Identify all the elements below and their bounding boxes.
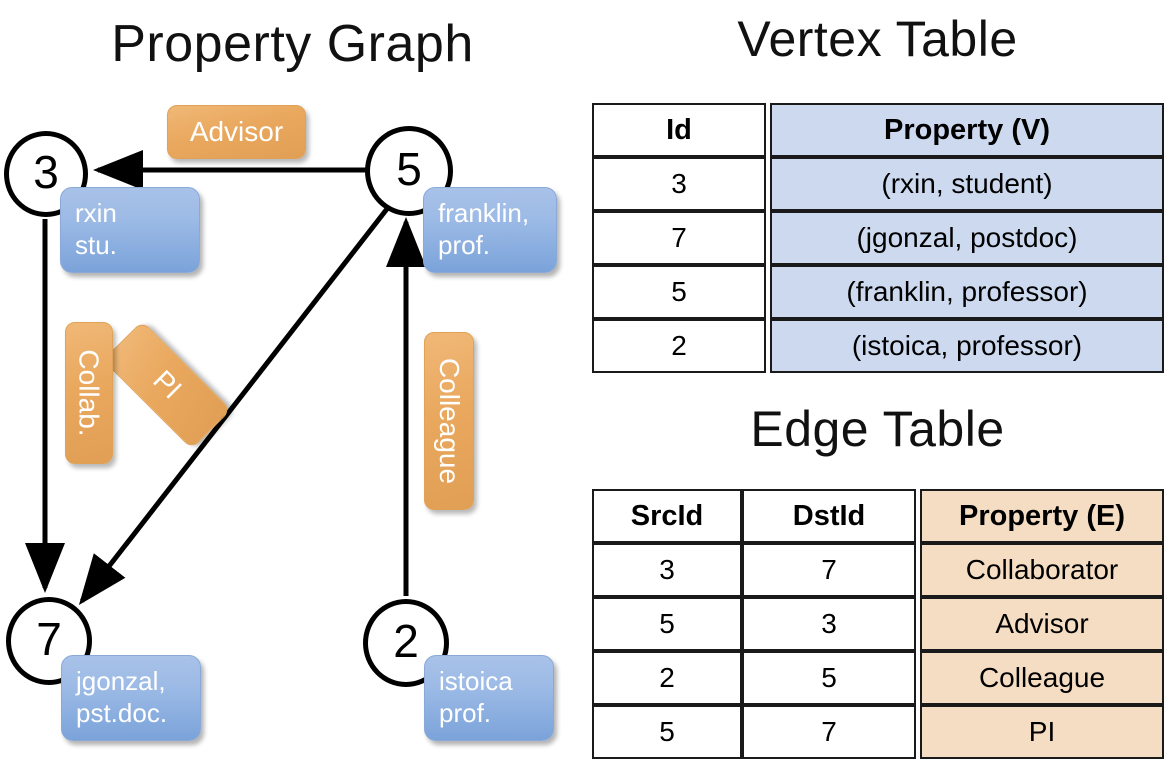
edge-table-cell-srcid: 3 — [592, 543, 742, 597]
edge-label-pi-text: PI — [147, 364, 188, 405]
node-property-line1: istoica — [439, 666, 513, 697]
table-row: (franklin, professor) — [770, 265, 1164, 319]
edge-label-advisor-text: Advisor — [189, 116, 284, 147]
edge-table-cell-dstid: 3 — [742, 597, 916, 651]
table-row: Advisor — [920, 597, 1164, 651]
table-row: 5 3 — [592, 597, 916, 651]
vertex-table-cell-property: (rxin, student) — [770, 157, 1164, 211]
table-row: PI — [920, 705, 1164, 759]
table-row: Colleague — [920, 651, 1164, 705]
vertex-table-property-column: Property (V) (rxin, student) (jgonzal, p… — [770, 103, 1164, 373]
table-row: (rxin, student) — [770, 157, 1164, 211]
graph-node-5-id: 5 — [396, 143, 422, 195]
vertex-table-cell-property: (jgonzal, postdoc) — [770, 211, 1164, 265]
vertex-table-cell-id: 5 — [592, 265, 766, 319]
table-row: 3 7 — [592, 543, 916, 597]
node-property-line2: pst.doc. — [76, 698, 168, 728]
table-header-row: Property (E) — [920, 489, 1164, 543]
graph-node-3-id: 3 — [33, 146, 59, 198]
property-graph-diagram: Advisor PI Collab. Colleague 3 5 7 2 rxi… — [4, 105, 557, 741]
edge-table-property-column: Property (E) Collaborator Advisor Collea… — [920, 489, 1164, 759]
edge-table-cell-dstid: 7 — [742, 705, 916, 759]
edge-table-header-srcid: SrcId — [592, 489, 742, 543]
edge-table-cell-srcid: 5 — [592, 597, 742, 651]
table-row: (jgonzal, postdoc) — [770, 211, 1164, 265]
page-title-edge-table: Edge Table — [750, 401, 1005, 457]
edge-label-collab-text: Collab. — [74, 349, 106, 437]
node-property-line1: jgonzal, — [76, 666, 166, 697]
node-property-line2: stu. — [75, 230, 117, 260]
edge-table-id-columns: SrcId DstId 3 7 5 3 2 5 5 7 — [592, 489, 916, 759]
edge-table-cell-dstid: 7 — [742, 543, 916, 597]
table-row: 5 7 — [592, 705, 916, 759]
graph-node-2[interactable]: 2 — [363, 599, 449, 687]
edge-table-header-dstid: DstId — [742, 489, 916, 543]
vertex-table-cell-id: 2 — [592, 319, 766, 373]
edge-table-cell-dstid: 5 — [742, 651, 916, 705]
graph-node-7-id: 7 — [36, 613, 62, 665]
vertex-table-cell-property: (istoica, professor) — [770, 319, 1164, 373]
edge-label-colleague-text: Colleague — [434, 357, 466, 485]
graph-edge-arrows — [25, 150, 426, 605]
edge-table-cell-property: Collaborator — [920, 543, 1164, 597]
table-row: 2 — [592, 319, 766, 373]
edge-arrow-pi — [78, 203, 392, 605]
vertex-table-cell-id: 3 — [592, 157, 766, 211]
edge-label-advisor[interactable]: Advisor — [167, 105, 306, 159]
vertex-table-cell-id: 7 — [592, 211, 766, 265]
edge-table-cell-property: PI — [920, 705, 1164, 759]
edge-label-colleague[interactable]: Colleague — [424, 332, 474, 510]
node-property-line2: prof. — [438, 230, 491, 260]
table-header-row: SrcId DstId — [592, 489, 916, 543]
edge-label-collab[interactable]: Collab. — [65, 322, 113, 464]
table-row: Collaborator — [920, 543, 1164, 597]
node-property-line2: prof. — [439, 698, 492, 728]
table-row: 7 — [592, 211, 766, 265]
graph-node-2-id: 2 — [393, 615, 419, 667]
node-property-box-franklin[interactable]: franklin, prof. — [423, 187, 557, 273]
table-row: (istoica, professor) — [770, 319, 1164, 373]
graph-node-5[interactable]: 5 — [365, 126, 453, 216]
table-row: 2 5 — [592, 651, 916, 705]
vertex-table-header-id: Id — [592, 103, 766, 157]
edge-table-cell-property: Advisor — [920, 597, 1164, 651]
edge-table-header-property: Property (E) — [920, 489, 1164, 543]
vertex-table-id-column: Id 3 7 5 2 — [592, 103, 766, 373]
page-title-property-graph: Property Graph — [111, 15, 474, 73]
table-row: 5 — [592, 265, 766, 319]
edge-table-cell-srcid: 2 — [592, 651, 742, 705]
vertex-table-cell-property: (franklin, professor) — [770, 265, 1164, 319]
edge-table-cell-property: Colleague — [920, 651, 1164, 705]
vertex-table-header-property: Property (V) — [770, 103, 1164, 157]
table-header-row: Id — [592, 103, 766, 157]
node-property-line1: franklin, — [438, 198, 530, 229]
node-property-box-rxin[interactable]: rxin stu. — [60, 187, 200, 273]
node-property-box-jgonzal[interactable]: jgonzal, pst.doc. — [61, 655, 201, 741]
table-header-row: Property (V) — [770, 103, 1164, 157]
table-row: 3 — [592, 157, 766, 211]
page-title-vertex-table: Vertex Table — [737, 11, 1018, 67]
node-property-box-istoica[interactable]: istoica prof. — [424, 655, 554, 741]
edge-table-cell-srcid: 5 — [592, 705, 742, 759]
node-property-line1: rxin — [75, 198, 117, 229]
